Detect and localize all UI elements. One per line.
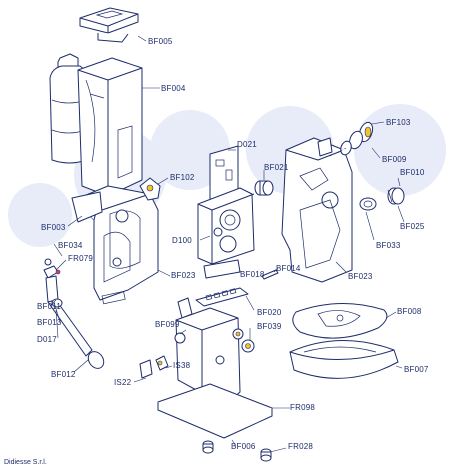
footer-company: Didiesse S.r.l. — [4, 459, 47, 466]
label-bf011: BF011 — [37, 302, 61, 311]
label-fr098: FR098 — [290, 403, 316, 412]
part-bf006-base — [157, 307, 273, 439]
label-bf013: BF013 — [37, 318, 62, 327]
part-lever-assembly — [43, 258, 105, 369]
label-fr028: FR028 — [288, 442, 314, 451]
label-is22: IS22 — [114, 378, 132, 387]
label-bf033: BF033 — [376, 241, 401, 250]
label-bf012: BF012 — [51, 370, 76, 379]
leader-lines — [49, 35, 405, 453]
part-bf008-grid — [292, 303, 388, 339]
part-bf099-fitting — [174, 332, 255, 353]
part-d100-group-unit — [197, 145, 255, 279]
part-fr028-feet — [202, 440, 272, 462]
part-bf004-reservoir — [49, 53, 143, 197]
part-bf023-rear-housing — [281, 137, 353, 283]
part-bf020-buttons — [177, 287, 249, 319]
label-bf023-left: BF023 — [171, 271, 196, 280]
label-d100: D100 — [172, 236, 192, 245]
label-bf020: BF020 — [257, 308, 282, 317]
part-bf103-fittings — [329, 121, 374, 157]
part-bf021-cylinder — [254, 180, 274, 196]
label-bf005: BF005 — [148, 37, 173, 46]
label-bf007: BF007 — [404, 365, 429, 374]
label-d017: D017 — [37, 335, 57, 344]
part-bf005-lid — [79, 7, 139, 43]
label-bf103: BF103 — [386, 118, 411, 127]
label-bf014: BF014 — [276, 264, 301, 273]
label-bf099: BF099 — [155, 320, 180, 329]
label-d021: D021 — [237, 140, 257, 149]
part-bf014-pin — [261, 269, 279, 280]
label-bf003: BF003 — [41, 223, 66, 232]
label-bf008: BF008 — [397, 307, 422, 316]
label-bf021: BF021 — [264, 163, 289, 172]
label-bf010: BF010 — [400, 168, 425, 177]
part-bf010-knob — [359, 187, 405, 211]
label-fr079: FR079 — [68, 254, 94, 263]
label-bf023-right: BF023 — [348, 272, 373, 281]
label-bf039: BF039 — [257, 322, 282, 331]
part-is-switches — [139, 355, 169, 379]
label-bf009: BF009 — [382, 155, 407, 164]
label-bf025: BF025 — [400, 222, 425, 231]
label-is38: IS38 — [173, 361, 191, 370]
label-bf102: BF102 — [170, 173, 195, 182]
part-bf003-panel — [71, 191, 103, 223]
label-bf004: BF004 — [161, 84, 186, 93]
part-bf007-drip-tray — [289, 339, 399, 379]
label-bf034: BF034 — [58, 241, 83, 250]
label-bf006: BF006 — [231, 442, 256, 451]
label-bf018: BF018 — [240, 270, 265, 279]
